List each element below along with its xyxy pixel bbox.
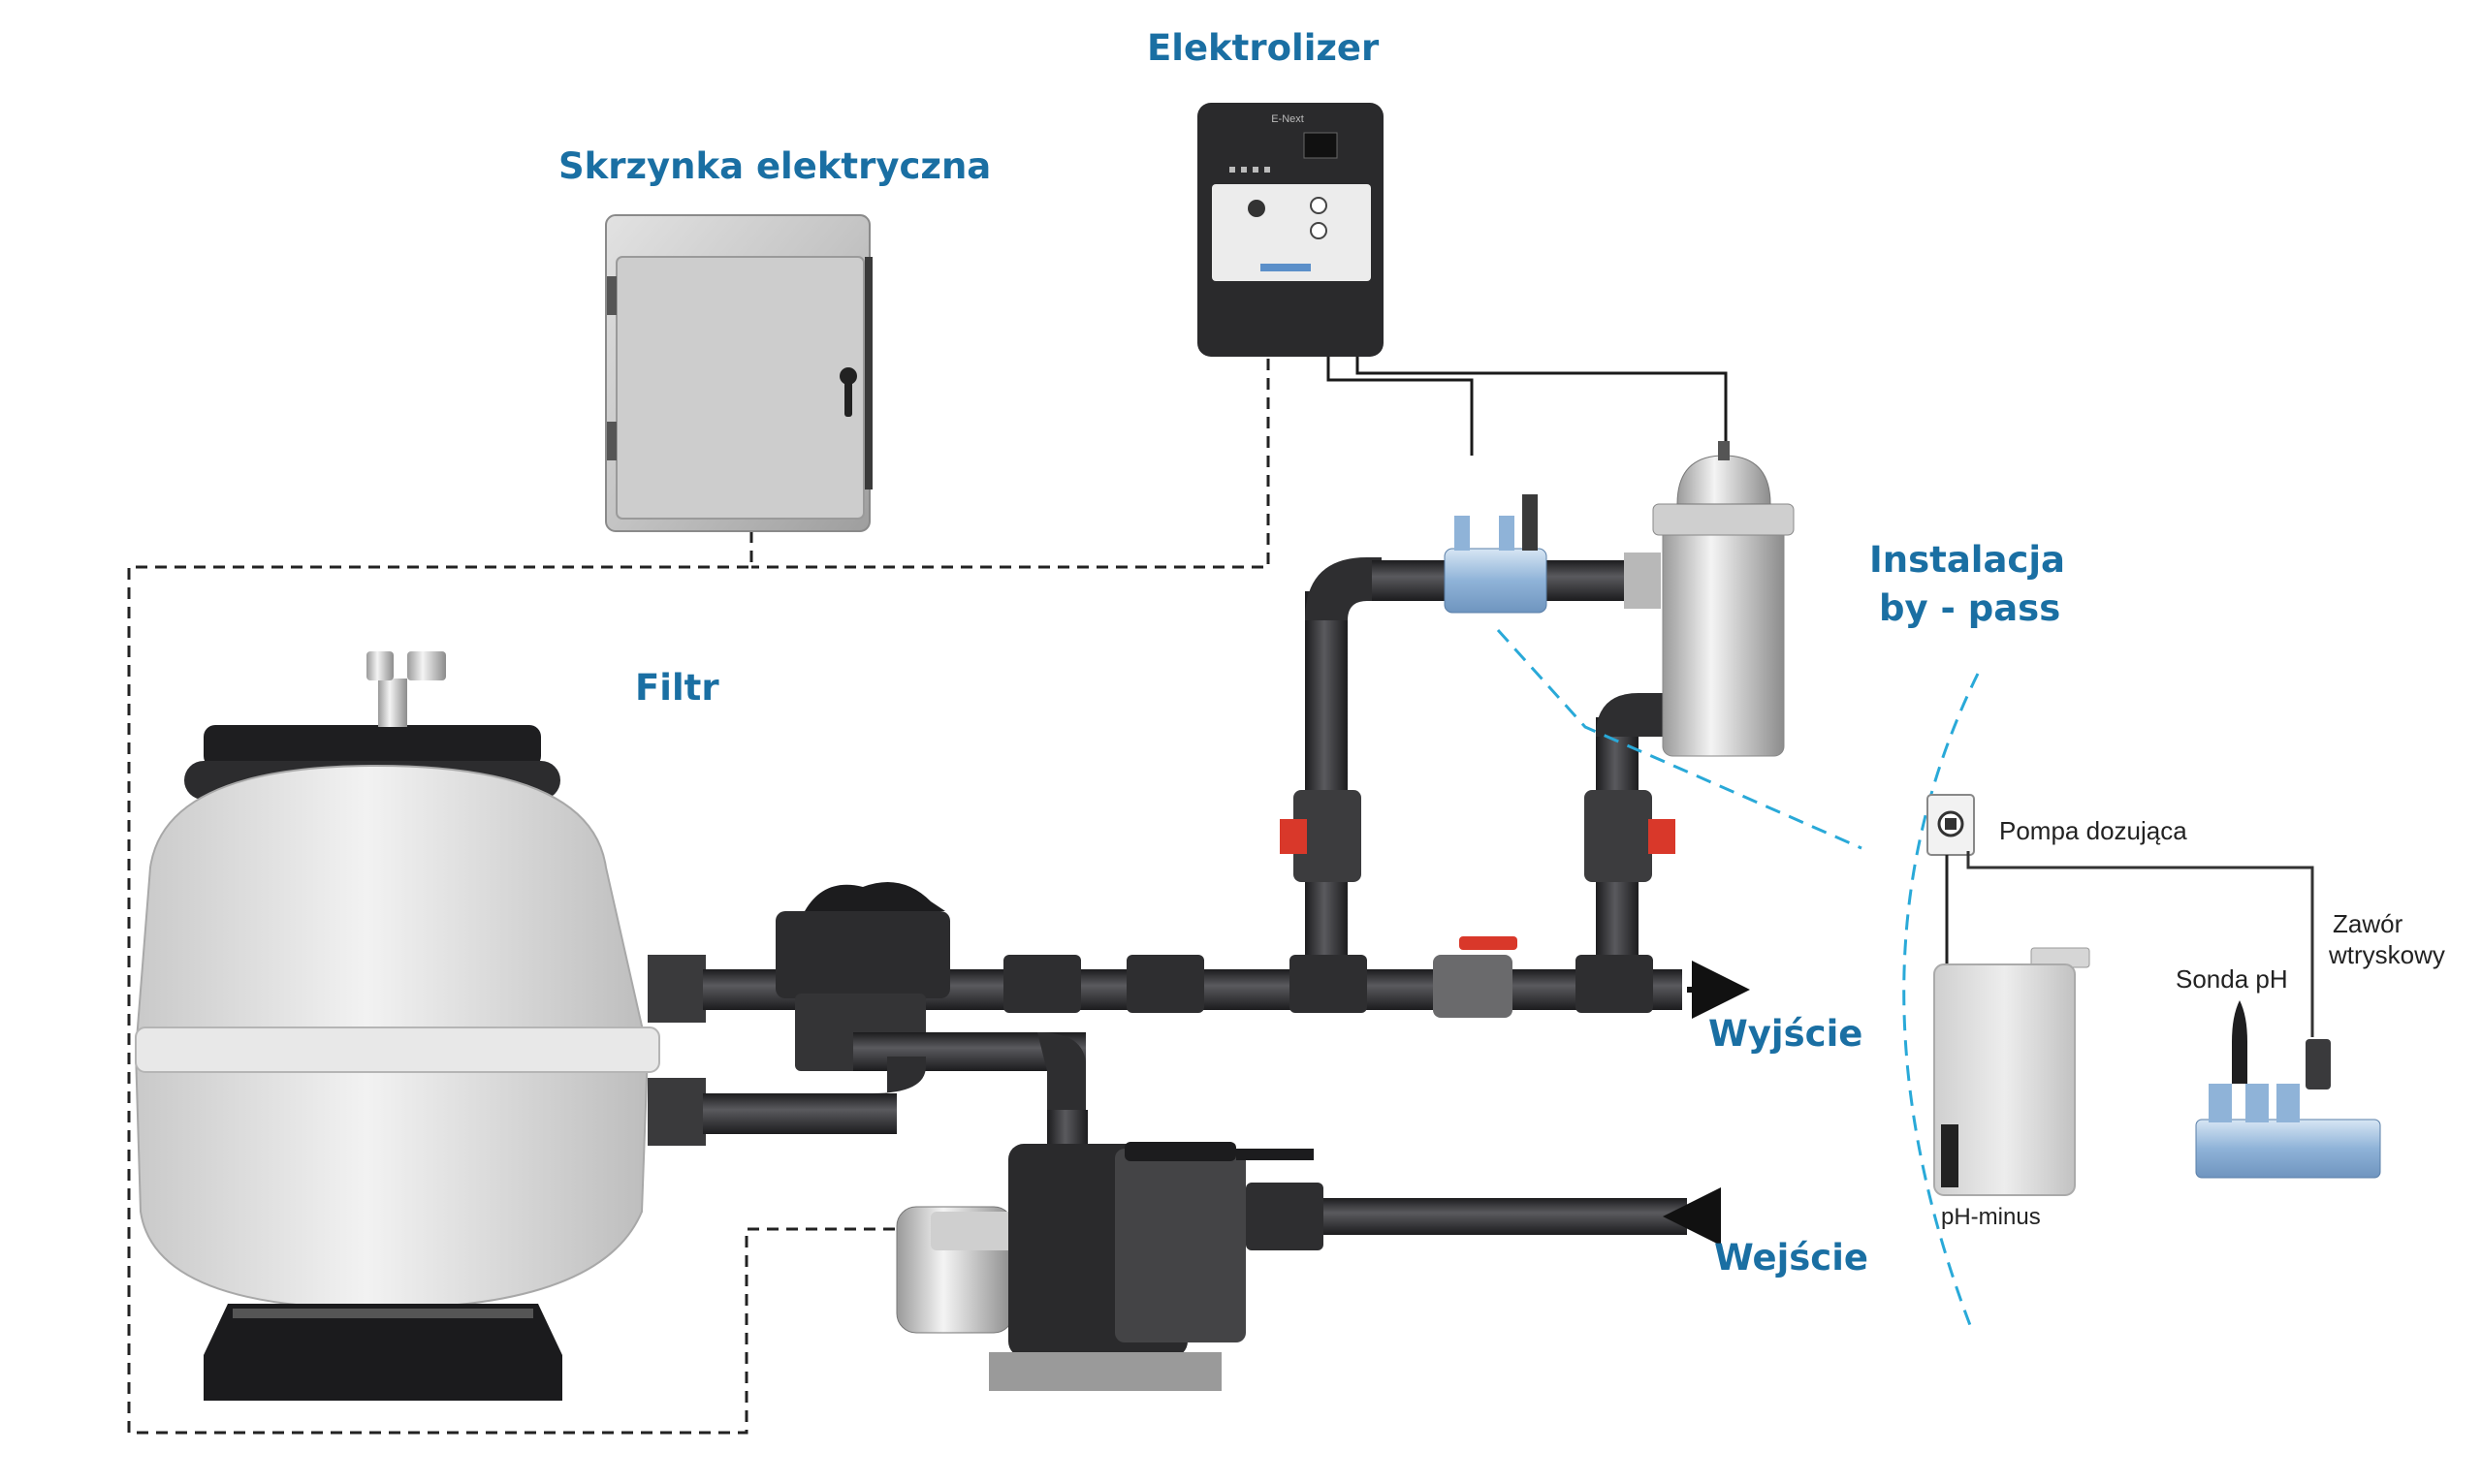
sand-filter [134,651,660,1401]
instalacja-label-line2: by - pass [1879,587,2061,629]
elektrolizer-label: Elektrolizer [1147,27,1380,69]
electrolysis-cell [1624,441,1795,757]
circulation-pump [896,1142,1721,1391]
filtr-label: Filtr [635,667,719,709]
skrzynka-label: Skrzynka elektryczna [558,145,992,187]
electrolizer-device: E-Next [1197,103,1384,357]
bypass-highlight [1496,628,1980,1334]
electric-wiring [127,359,1270,1435]
wejscie-label: Wejście [1714,1237,1869,1279]
electrolizer-cables [1326,357,1728,456]
wyjscie-label: Wyjście [1708,1013,1863,1055]
instalacja-label-line1: Instalacja [1869,539,2066,581]
zawor-label-line2: wtryskowy [2329,940,2445,969]
ph-minus-canister [1933,947,2090,1196]
sonda-ph-label: Sonda pH [2176,964,2288,994]
multiport-valve [776,882,1088,1163]
zawor-label-line1: Zawór [2333,909,2403,938]
ph-probe-assembly [2195,1000,2381,1179]
ph-minus-label: pH-minus [1941,1204,2041,1230]
pompa-dozujaca-label: Pompa dozująca [1999,816,2187,845]
electric-box [605,214,873,532]
piping [648,494,1750,1146]
device-brand-text: E-Next [1271,113,1304,125]
